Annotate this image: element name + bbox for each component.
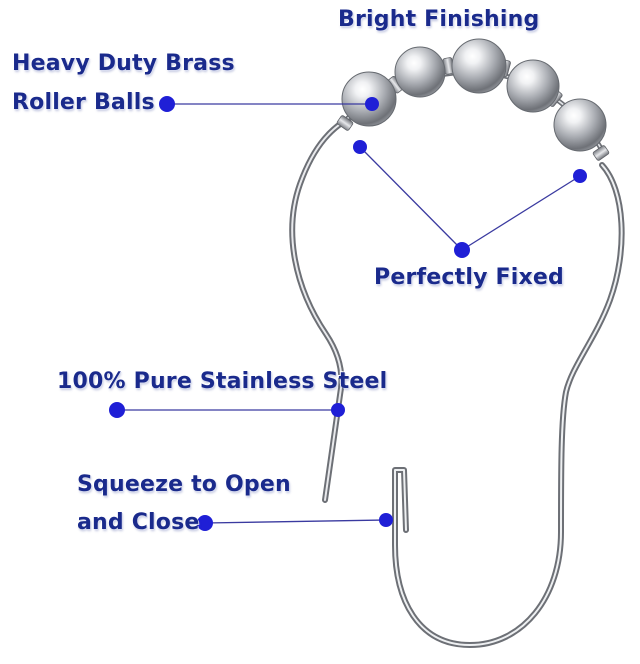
callout-markers <box>109 96 587 531</box>
marker-dot <box>353 140 367 154</box>
callout-lines <box>117 103 581 524</box>
marker-dot <box>573 169 587 183</box>
marker-dot <box>109 402 125 418</box>
roller-ball <box>553 98 607 152</box>
marker-dot <box>454 242 470 258</box>
label-squeeze-line1: Squeeze to Open <box>77 472 291 497</box>
marker-dot <box>197 515 213 531</box>
marker-dot <box>379 513 393 527</box>
roller-ball <box>506 59 560 113</box>
label-brass-line2: Roller Balls <box>12 90 155 115</box>
label-stainless-steel: 100% Pure Stainless Steel <box>57 369 388 394</box>
label-squeeze-line2: and Close <box>77 510 200 535</box>
steel-wire <box>289 69 625 648</box>
label-perfectly-fixed: Perfectly Fixed <box>374 265 564 290</box>
marker-dot <box>159 96 175 112</box>
marker-dot <box>365 97 379 111</box>
marker-dot <box>331 403 345 417</box>
roller-ball <box>394 46 446 98</box>
roller-ball <box>451 38 507 94</box>
label-brass-line1: Heavy Duty Brass <box>12 51 235 76</box>
label-bright-finishing: Bright Finishing <box>338 7 540 32</box>
roller-balls <box>341 38 607 152</box>
